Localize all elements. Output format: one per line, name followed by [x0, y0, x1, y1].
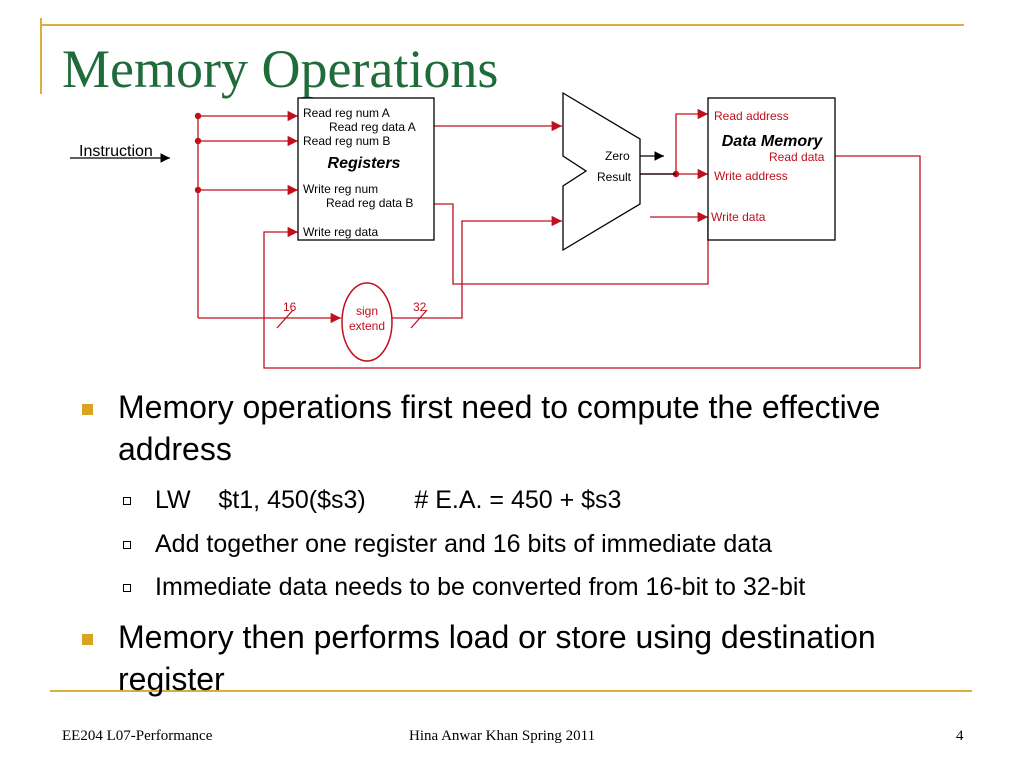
page-number: 4: [956, 728, 964, 744]
bullet-marker: [82, 634, 93, 645]
bullet-marker: [82, 404, 93, 415]
frame-top-line: [40, 24, 964, 26]
bullet-1-line-2: address: [118, 431, 232, 467]
bus-slash-32: [410, 309, 428, 329]
read-data-label: Read data: [769, 150, 825, 164]
bits-32-label: 32: [413, 300, 427, 314]
read-reg-data-b-label: Read reg data B: [326, 196, 413, 210]
write-reg-num-label: Write reg num: [303, 182, 378, 196]
frame-left-line: [40, 18, 42, 94]
write-data-label: Write data: [711, 210, 766, 224]
sign-extend-ellipse: [341, 282, 393, 362]
alu-result-label: Result: [597, 170, 632, 184]
footer-author: Hina Anwar Khan Spring 2011: [409, 728, 596, 744]
wire-signext-out: [392, 215, 562, 319]
sub-bullet-2: Add together one register and 16 bits of…: [155, 530, 773, 558]
read-reg-data-a-label: Read reg data A: [329, 120, 416, 134]
instruction-label: Instruction: [79, 143, 153, 160]
alu-zero-label: Zero: [605, 149, 630, 163]
data-memory-title: Data Memory: [722, 133, 824, 150]
bits-16-label: 16: [283, 300, 297, 314]
sub-bullet-3: Immediate data needs to be converted fro…: [155, 573, 806, 601]
read-reg-num-b-label: Read reg num B: [303, 134, 390, 148]
read-address-label: Read address: [714, 109, 789, 123]
sub-bullet-marker: [123, 541, 131, 549]
bullet-2-line-1: Memory then performs load or store using…: [118, 619, 876, 655]
registers-box: [297, 97, 435, 241]
registers-title: Registers: [328, 155, 401, 172]
sign-extend-label-1: sign: [356, 304, 378, 318]
write-reg-data-label: Write reg data: [303, 225, 378, 239]
bus-slash-16: [276, 309, 294, 329]
sub-bullet-1: LW $t1, 450($s3) # E.A. = 450 + $s3: [155, 486, 622, 514]
footer-course: EE204 L07-Performance: [62, 728, 213, 744]
frame-bottom-line: [50, 690, 972, 692]
bullet-1-line-1: Memory operations first need to compute …: [118, 389, 881, 425]
sign-extend-label-2: extend: [349, 319, 385, 333]
alu-shape: [562, 91, 641, 252]
page-title: Memory Operations: [62, 39, 499, 99]
datapath-diagram: Instruction Read reg num A Read reg data…: [70, 91, 921, 369]
sub-bullet-marker: [123, 497, 131, 505]
write-address-label: Write address: [714, 169, 788, 183]
wire-read-data-back: [263, 155, 921, 369]
sub-bullet-marker: [123, 584, 131, 592]
data-memory-box: [707, 97, 836, 241]
wire-data-b: [434, 203, 709, 285]
read-reg-num-a-label: Read reg num A: [303, 106, 390, 120]
wire-result-read: [675, 108, 708, 174]
bullet-2-line-2: register: [118, 661, 225, 697]
